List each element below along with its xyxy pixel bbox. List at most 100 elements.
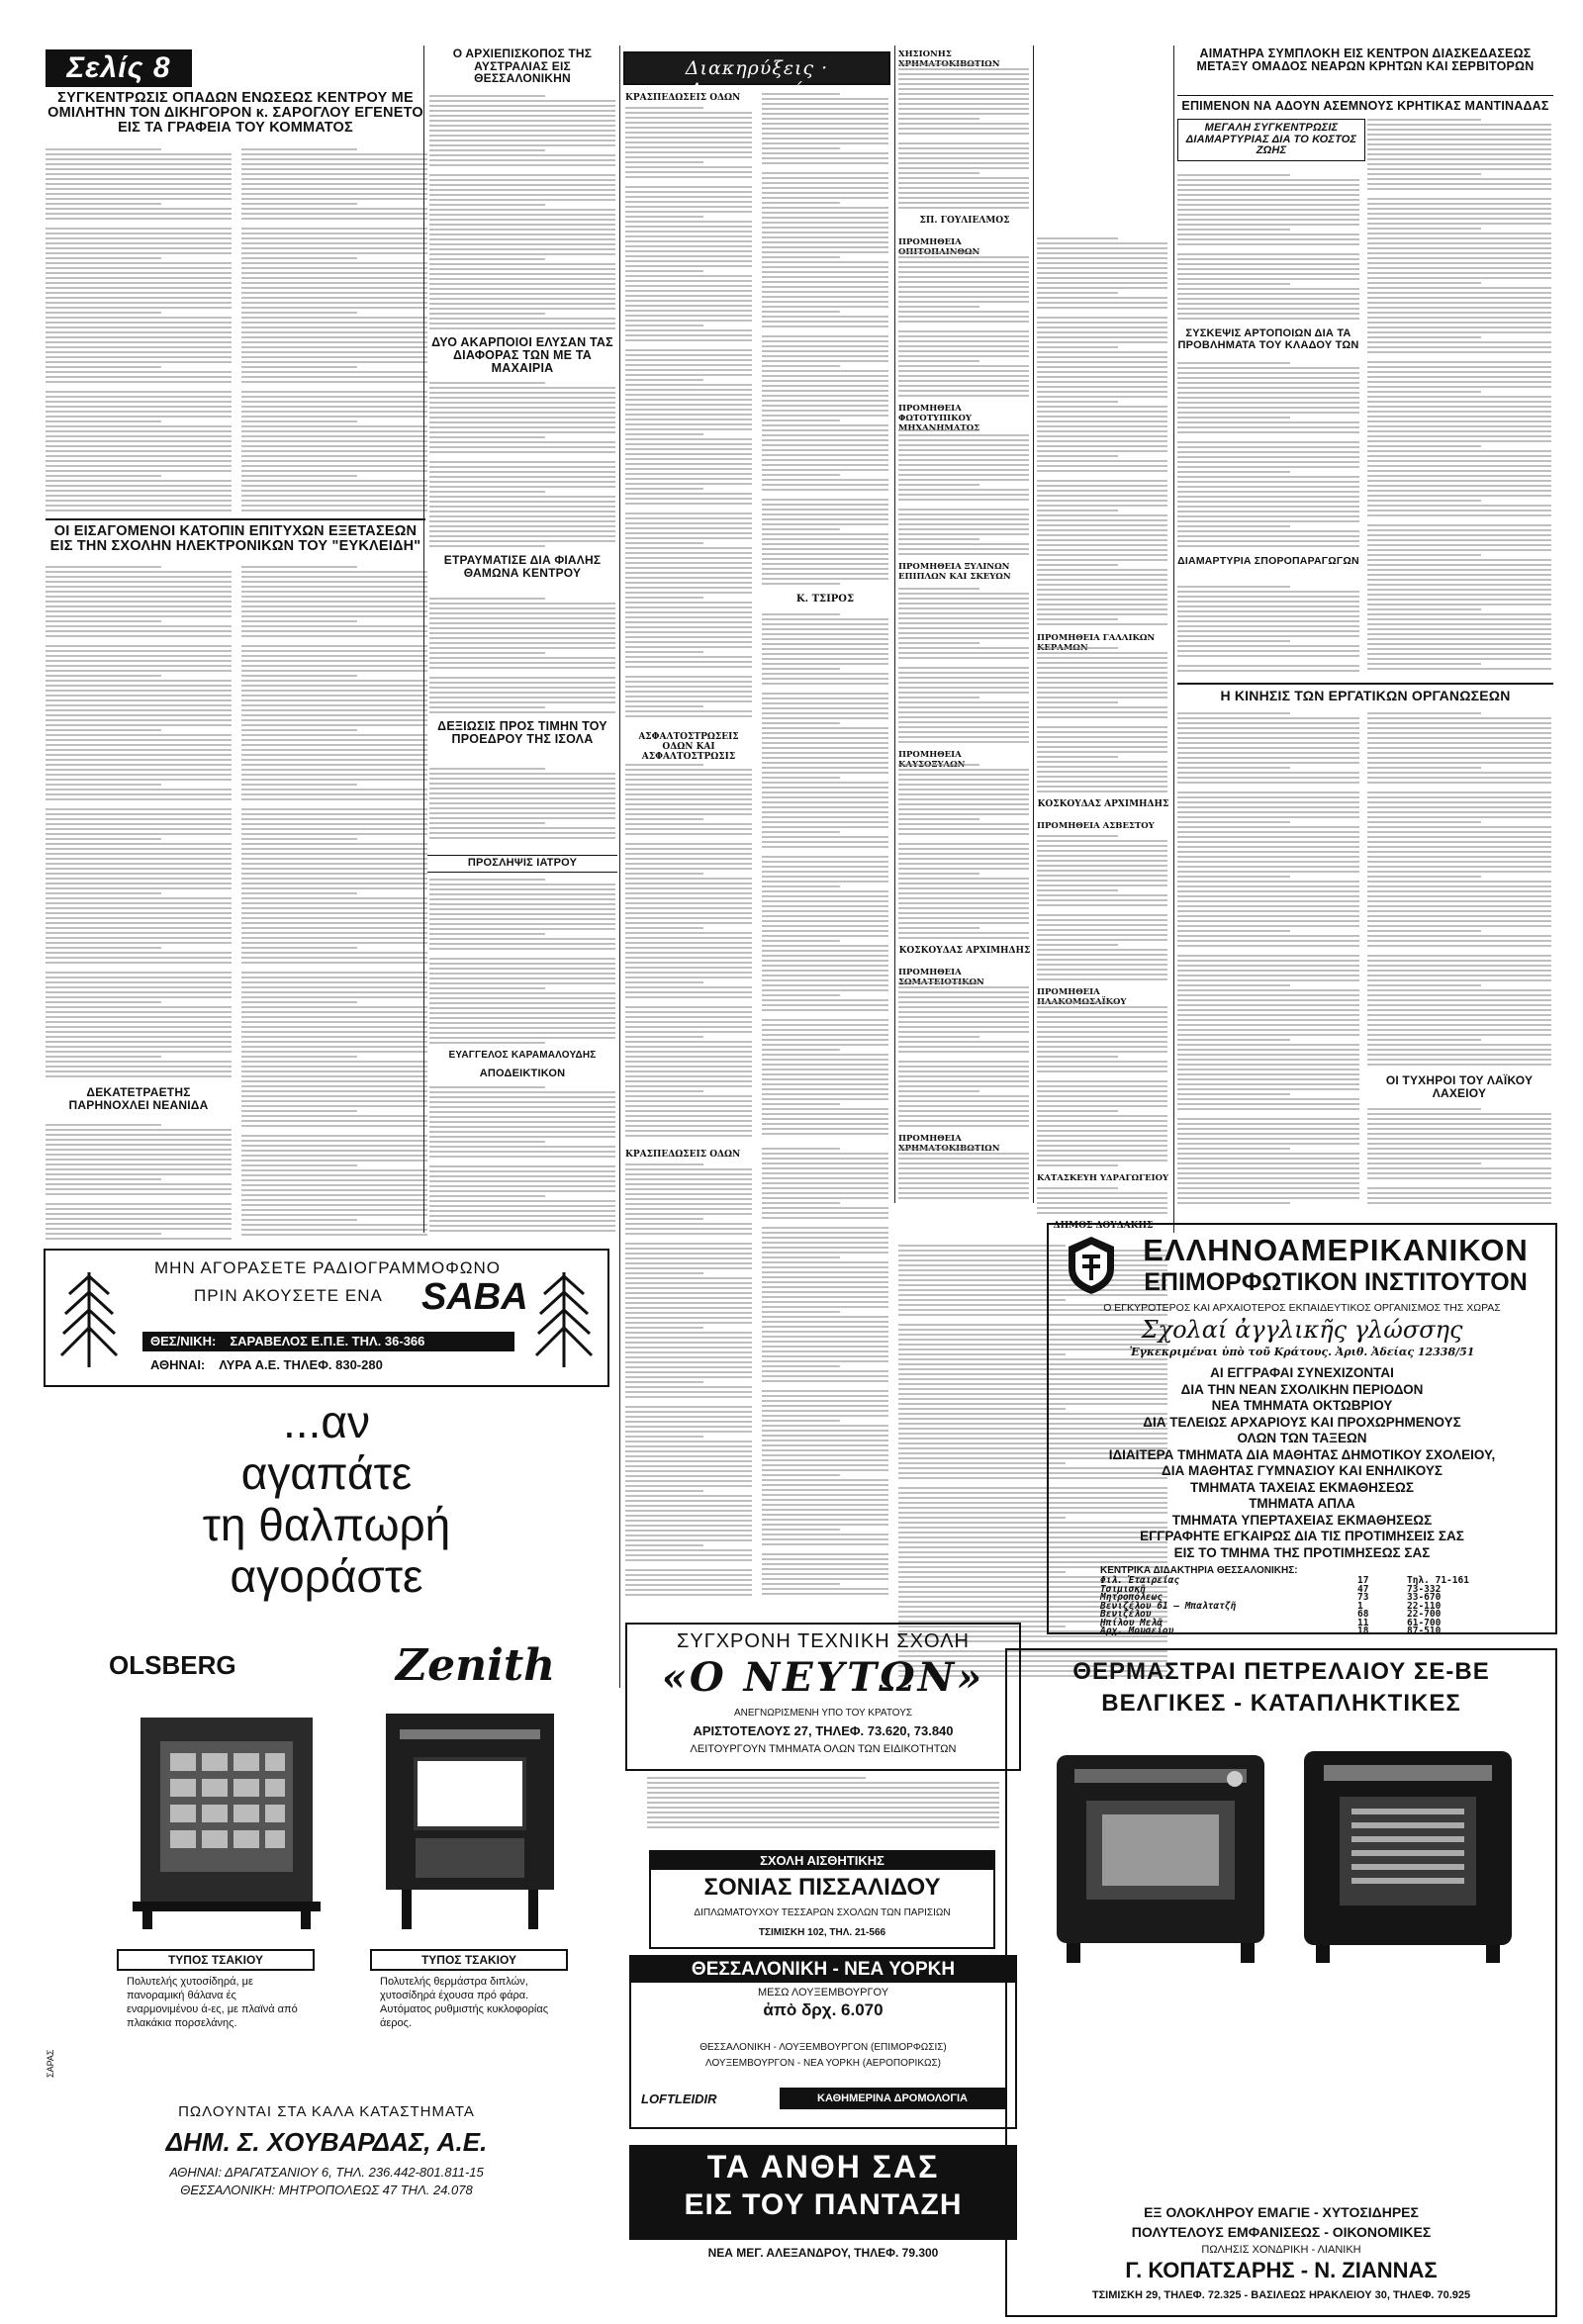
- text-line: [429, 199, 615, 201]
- text-line: [762, 811, 888, 813]
- text-line: [762, 791, 888, 793]
- text-line: [1037, 381, 1167, 383]
- text-line: [762, 1331, 888, 1333]
- text-line: [1177, 520, 1359, 522]
- text-line: [429, 1210, 615, 1212]
- branch-number: 18: [1357, 1626, 1369, 1636]
- text-line: [1177, 945, 1359, 947]
- text-line: [625, 1381, 704, 1383]
- text-line: [762, 782, 888, 784]
- text-line: [429, 1225, 615, 1227]
- text-line: [1037, 964, 1167, 966]
- text-line: [1177, 199, 1359, 201]
- heaters-footer-2: ΔΗΜ. Σ. ΧΟΥΒΑΡΔΑΣ, Α.Ε.: [165, 2127, 488, 2157]
- text-line: [1037, 978, 1167, 980]
- text-line: [46, 605, 232, 607]
- text-line: [429, 607, 615, 609]
- text-line: [1367, 455, 1551, 457]
- text-line: [1177, 1029, 1359, 1031]
- col1-article-2-text-left: [46, 566, 232, 1080]
- text-line: [46, 366, 161, 368]
- text-line: [46, 1124, 161, 1126]
- text-line: [1367, 267, 1551, 269]
- text-line: [762, 905, 888, 907]
- text-line: [1177, 722, 1359, 724]
- text-line: [762, 419, 841, 421]
- text-line: [1177, 496, 1359, 498]
- text-line: [625, 542, 704, 544]
- text-line: [1177, 1009, 1359, 1011]
- text-line: [1367, 262, 1551, 264]
- text-line: [1037, 1085, 1167, 1087]
- text-line: [1037, 1070, 1167, 1072]
- text-line: [762, 197, 888, 199]
- text-line: [762, 1192, 888, 1194]
- text-line: [241, 1105, 427, 1107]
- text-line: [1177, 253, 1359, 255]
- text-line: [429, 110, 615, 112]
- text-line: [898, 518, 1029, 520]
- text-line: [762, 518, 888, 520]
- text-line: [625, 339, 752, 341]
- text-line: [241, 366, 357, 368]
- text-line: [762, 1341, 888, 1343]
- text-line: [1177, 407, 1359, 409]
- text-line: [241, 257, 357, 259]
- text-line: [1037, 1155, 1167, 1157]
- institute-announcement-line: ΤΜΗΜΑΤΑ ΥΠΕΡΤΑΧΕΙΑΣ ΕΚΜΑΘΗΣΕΩΣ: [1171, 1512, 1433, 1528]
- text-line: [46, 1223, 232, 1225]
- text-line: [625, 255, 752, 257]
- col6-rule: [1177, 683, 1553, 685]
- text-line: [1367, 401, 1551, 403]
- text-line: [241, 1046, 427, 1048]
- heaters-ad: ...αν αγαπάτε τη θαλπωρή αγοράστε OLSBER…: [44, 1395, 609, 2315]
- text-line: [1367, 237, 1551, 239]
- text-line: [762, 390, 888, 392]
- text-line: [898, 1339, 1167, 1341]
- text-line: [762, 479, 888, 481]
- text-line: [429, 219, 615, 221]
- text-line: [1037, 559, 1167, 561]
- text-line: [241, 1061, 427, 1063]
- col6-headline-7: ΟΙ ΤΥΧΗΡΟΙ ΤΟΥ ΛΑΪΚΟΥ ΛΑΧΕΙΟΥ: [1385, 1073, 1534, 1100]
- text-line: [1177, 1073, 1359, 1075]
- text-line: [46, 709, 232, 711]
- text-line: [429, 436, 545, 438]
- text-line: [1177, 1034, 1359, 1036]
- rule: [619, 46, 620, 1688]
- text-line: [898, 1388, 1167, 1390]
- text-line: [1367, 608, 1482, 610]
- text-line: [241, 1115, 427, 1117]
- col6-text-3b: [1367, 712, 1551, 1069]
- text-line: [1177, 635, 1359, 637]
- text-line: [625, 1262, 752, 1264]
- text-line: [429, 224, 615, 226]
- text-line: [762, 1553, 888, 1555]
- text-line: [1367, 722, 1551, 724]
- text-line: [1037, 322, 1167, 324]
- text-line: [762, 1172, 888, 1174]
- text-line: [898, 1591, 1167, 1593]
- text-line: [898, 981, 979, 983]
- text-line: [1037, 613, 1167, 615]
- text-line: [625, 1342, 752, 1344]
- text-line: [625, 1105, 752, 1107]
- text-line: [1037, 1105, 1167, 1107]
- text-line: [898, 439, 1029, 441]
- text-line: [1037, 756, 1118, 758]
- text-line: [898, 202, 1029, 204]
- text-line: [625, 250, 752, 252]
- text-line: [241, 601, 427, 603]
- text-line: [241, 576, 427, 578]
- text-line: [241, 927, 427, 929]
- text-line: [429, 768, 545, 770]
- text-line: [1367, 910, 1551, 912]
- text-line: [429, 293, 615, 295]
- text-line: [46, 1228, 232, 1230]
- text-line: [898, 731, 1029, 733]
- branch-name: Τσιμισκῆ: [1100, 1583, 1146, 1595]
- text-line: [241, 675, 357, 677]
- text-line: [898, 365, 1029, 367]
- text-line: [625, 1085, 752, 1087]
- text-line: [241, 991, 427, 993]
